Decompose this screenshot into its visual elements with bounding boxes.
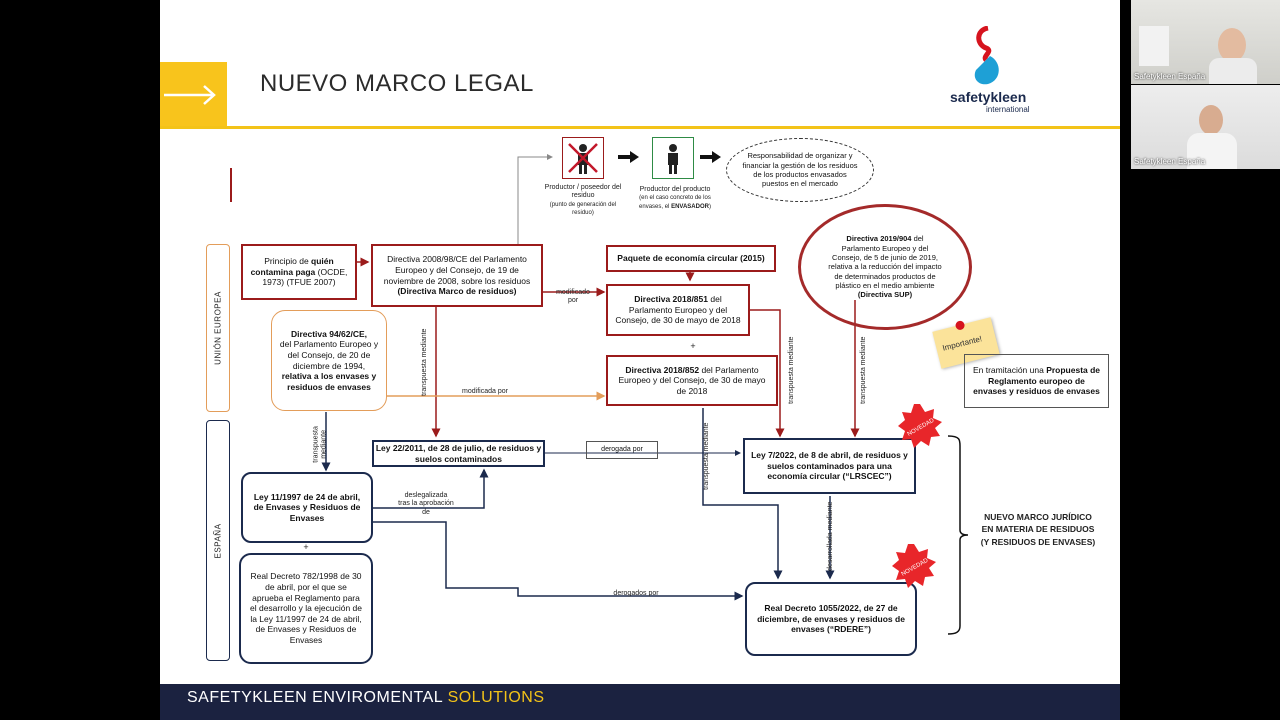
label-modificado-por: modificado por [556,289,590,305]
title-divider [160,126,1120,129]
box-rd1055: Real Decreto 1055/2022, de 27 de diciemb… [745,582,917,656]
footer-text: SAFETYKLEEN ENVIROMENTAL SOLUTIONS [187,689,545,706]
avatar [1199,105,1223,135]
producer-label: Productor / poseedor del residuo(punto d… [544,184,622,217]
avatar-body [1209,58,1257,84]
participant-name: Safetykleen España [1134,72,1206,81]
slide: NUEVO MARCO LEGAL safetykleen internatio… [160,0,1120,720]
label-transpuesta-1: transpuesta mediante [420,328,428,396]
label-derogada-por: derogada por [586,441,658,459]
novedad-badge-icon: NOVEDAD [892,544,936,593]
box-ley11: Ley 11/1997 de 24 de abril, de Envases y… [241,472,373,543]
slide-title: NUEVO MARCO LEGAL [260,70,534,97]
box-dir94: Directiva 94/62/CE,del Parlamento Europe… [271,310,387,411]
arrow-right-icon [164,85,216,105]
product-producer-figure-icon [652,137,694,179]
safetykleen-logo-icon [968,25,1008,93]
box-principio: Principio de quién contamina paga (OCDE,… [241,244,357,300]
avatar [1218,28,1246,62]
ellipse-dir904: Directiva 2019/904 del Parlamento Europe… [798,204,972,330]
box-dir851: Directiva 2018/851 del Parlamento Europe… [606,284,750,336]
box-dir852: Directiva 2018/852 del Parlamento Europe… [606,355,778,406]
label-transpuesta-4: transpuesta mediante [859,336,867,404]
box-ley7: Ley 7/2022, de 8 de abril, de residuos y… [743,438,916,494]
box-paquete: Paquete de economía circular (2015) [606,245,776,272]
avatar-body [1187,133,1237,169]
box-propuesta: En tramitación una Propuesta de Reglamen… [964,354,1109,408]
region-es: ESPAÑA [206,420,230,661]
footer-bar [160,684,1120,720]
title-accent-bar [160,62,227,127]
novedad-badge-icon: NOVEDAD [898,404,942,453]
participant-tile[interactable]: Safetykleen España [1131,0,1280,84]
label-deslegalizada: deslegalizada tras la aprobación de [398,492,454,516]
participant-tile[interactable]: Safetykleen España [1131,85,1280,169]
label-derogados-por: derogados por [613,590,659,597]
red-marker [230,168,232,202]
arrow-icon [618,150,640,169]
participant-name: Safetykleen España [1134,157,1206,166]
label-desarrollada: desarrollada mediante [826,501,834,571]
banner-stand [1139,26,1169,66]
plus-sign: + [303,542,309,552]
responsibility-ellipse: Responsabilidad de organizar y financiar… [726,138,874,202]
label-transpuesta-3: transpuesta mediante [787,336,795,404]
box-rd782: Real Decreto 782/1998 de 30 de abril, po… [239,553,373,664]
label-transpuesta-2: transpuesta mediante [312,426,328,463]
arrow-icon [700,150,722,169]
label-transpuesta-5: transpuesta mediante [702,422,710,490]
region-eu: UNIÓN EUROPEA [206,244,230,412]
product-producer-label: Productor del producto(en el caso concre… [639,186,711,210]
box-dir2008: Directiva 2008/98/CE del Parlamento Euro… [371,244,543,307]
label-modificada-por: modificada por [462,388,508,395]
logo-subtext: international [986,105,1030,114]
plus-sign: + [690,341,696,351]
importante-label: Importante! [941,334,983,353]
nuevo-marco-label: NUEVO MARCO JURÍDICO EN MATERIA DE RESID… [980,512,1096,547]
producer-figure-icon [562,137,604,179]
logo-text: safetykleen [950,89,1027,105]
box-ley22: Ley 22/2011, de 28 de julio, de residuos… [372,440,545,467]
